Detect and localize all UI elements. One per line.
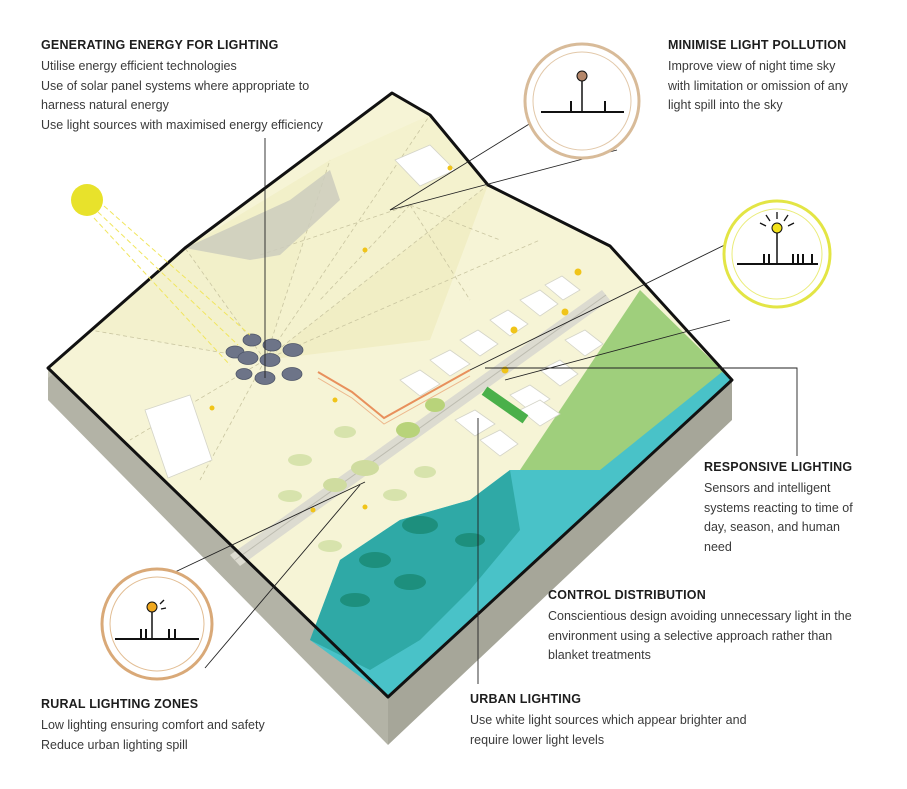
callout-line: Sensors and intelligent	[704, 481, 831, 495]
callout-line: harness natural energy	[41, 98, 169, 112]
terrain-right-side	[388, 380, 732, 745]
callout-title: RURAL LIGHTING ZONES	[41, 697, 199, 711]
callout-line: Use of solar panel systems where appropr…	[41, 78, 310, 93]
terrain-left-side	[48, 368, 388, 745]
callout-title: GENERATING ENERGY FOR LIGHTING	[41, 38, 279, 52]
callout-line: light spill into the sky	[668, 98, 783, 112]
rural-lamp-icon	[100, 567, 214, 681]
callout-line: Use white light sources which appear bri…	[470, 713, 747, 727]
urban-park	[481, 386, 529, 424]
solar-panel-icon	[225, 333, 304, 385]
mangrove-trees	[340, 516, 485, 607]
callout-title: CONTROL DISTRIBUTION	[548, 588, 706, 602]
callout-responsive-lighting: RESPONSIVE LIGHTING Sensors and intellig…	[704, 459, 894, 557]
urban-buildings	[144, 144, 604, 479]
callout-line: Use light sources with maximised energy …	[41, 117, 323, 132]
callout-title: URBAN LIGHTING	[470, 692, 582, 706]
callout-line: day, season, and human	[704, 520, 840, 534]
callout-title: RESPONSIVE LIGHTING	[704, 460, 853, 474]
callout-line: Conscientious design avoiding unnecessar…	[548, 609, 852, 623]
callout-title: MINIMISE LIGHT POLLUTION	[668, 38, 847, 52]
sun-rays	[93, 205, 251, 366]
callout-line: with limitation or omission of any	[668, 78, 848, 93]
callout-line: systems reacting to time of	[704, 500, 853, 515]
sky-lamp-icon	[523, 42, 641, 160]
callout-urban-lighting: URBAN LIGHTING Use white light sources w…	[470, 691, 790, 750]
callout-line: Reduce urban lighting spill	[41, 737, 188, 752]
mangrove-wetland	[310, 470, 520, 670]
terrain-outline	[46, 91, 734, 699]
callout-line: need	[704, 539, 732, 554]
callout-line: Utilise energy efficient technologies	[41, 59, 237, 73]
callout-line: Low lighting ensuring comfort and safety	[41, 718, 265, 732]
callout-minimise-pollution: MINIMISE LIGHT POLLUTION Improve view of…	[668, 37, 898, 116]
back-hill	[185, 170, 340, 260]
callout-control-distribution: CONTROL DISTRIBUTION Conscientious desig…	[548, 587, 888, 666]
sun-icon	[71, 184, 103, 216]
callout-line: require lower light levels	[470, 732, 605, 747]
callout-generating-energy: GENERATING ENERGY FOR LIGHTING Utilise e…	[41, 37, 351, 135]
callout-line: environment using a selective approach r…	[548, 628, 833, 643]
responsive-lamp-icon	[722, 199, 832, 309]
energy-cable	[317, 369, 471, 420]
callout-line: blanket treatments	[548, 648, 651, 662]
callout-line: Improve view of night time sky	[668, 59, 836, 73]
tree-icon	[278, 398, 445, 552]
callout-rural-zones: RURAL LIGHTING ZONES Low lighting ensuri…	[41, 696, 321, 755]
grass-field	[520, 290, 732, 500]
